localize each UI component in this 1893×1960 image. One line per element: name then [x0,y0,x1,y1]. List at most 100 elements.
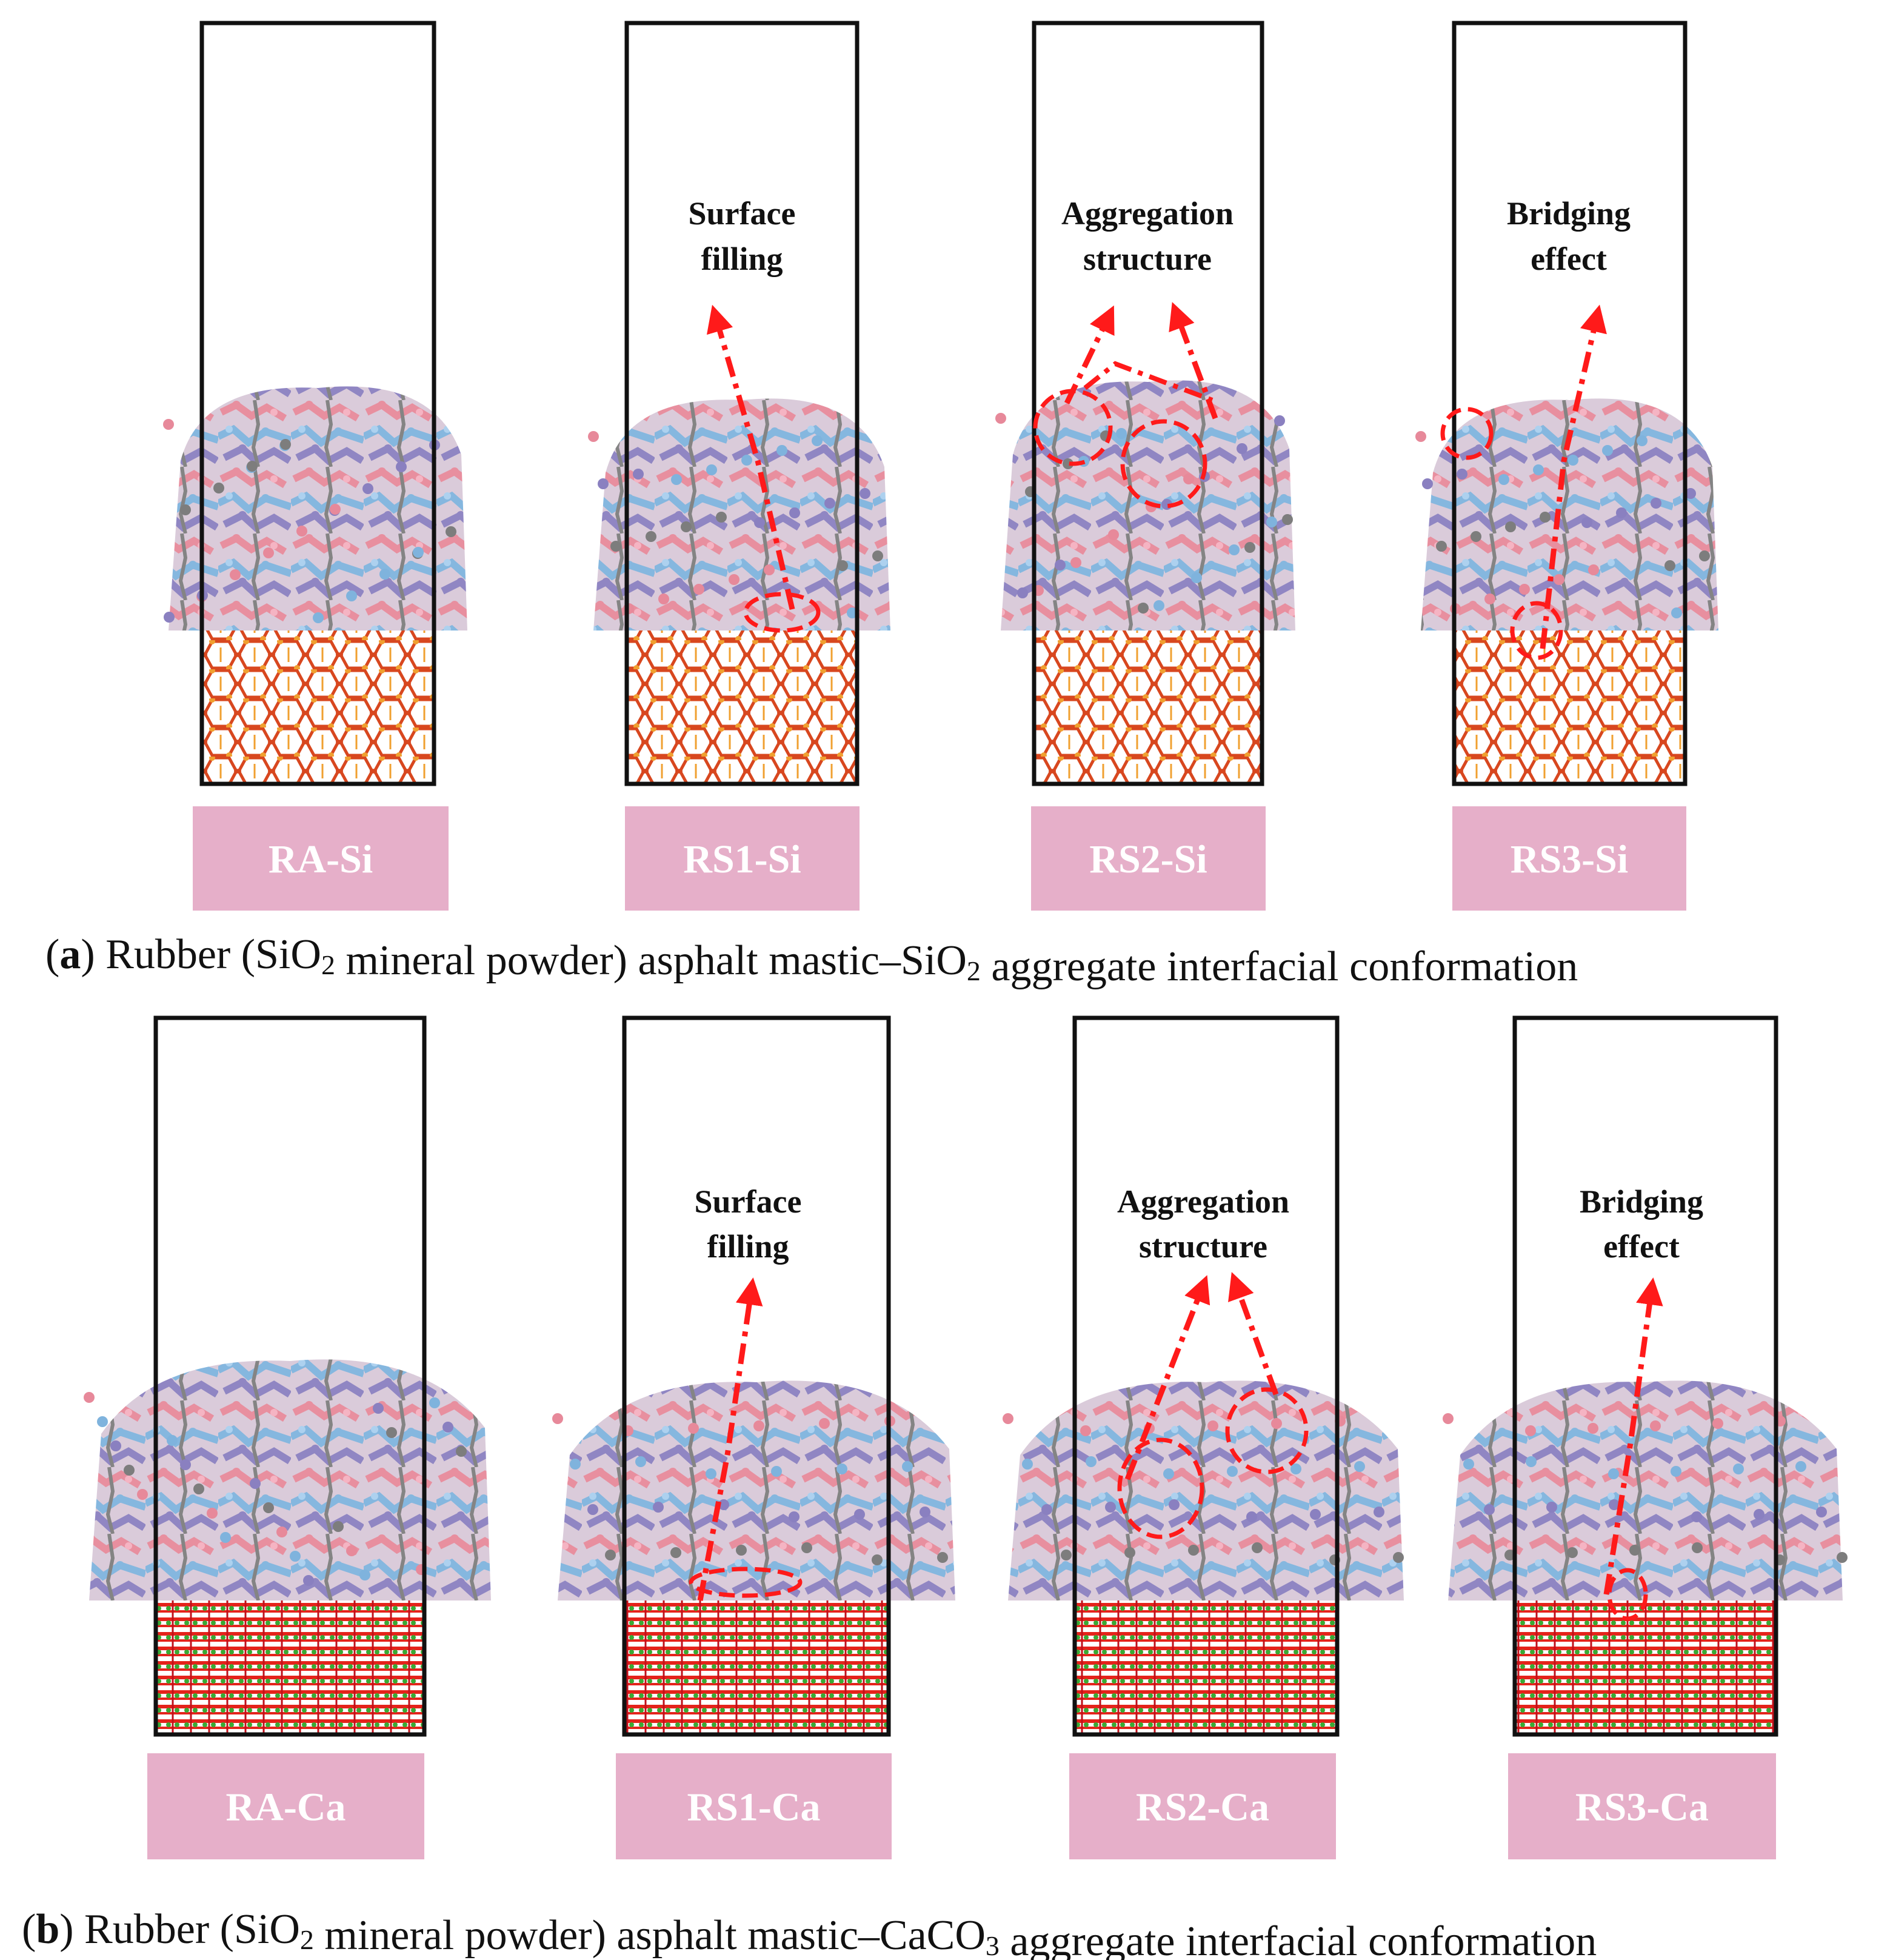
annotation-text: structure [1083,241,1212,277]
annotation-text: Aggregation [1061,195,1234,232]
simulation-box-frame [622,1015,891,1737]
annotation-arrow [697,1277,763,1601]
molecule-atom [396,461,407,472]
molecule-atom [718,1499,729,1510]
molecule-atom [1837,1552,1848,1563]
molecule-atom [552,1413,563,1424]
molecule-atom [333,1521,344,1532]
molecule-atom [1588,1423,1598,1434]
molecule-atom [646,531,656,542]
molecule-atom [1191,572,1202,583]
molecule-atom [429,1397,440,1408]
molecule-atom [872,550,883,561]
model-label: RS1-Ca [687,1785,820,1830]
molecule-atom [362,483,373,494]
molecule-atom [1246,1511,1257,1522]
molecule-atom [1443,1413,1454,1424]
molecule-atom [754,517,765,528]
molecule-atom [789,1511,800,1522]
molecule-atom [1629,1545,1640,1556]
molecule-atom [124,1465,135,1476]
molecule-atom [635,1456,646,1467]
molecule-atom [1061,1550,1072,1560]
molecule-atom [250,1478,261,1489]
molecule-atom [605,1550,616,1560]
molecule-atom [1519,584,1530,595]
molecule-atom [1712,1418,1723,1429]
molecule-atom [1484,594,1495,604]
caco3-aggregate-layer [1515,1600,1776,1734]
model-ra-si: RA-Si [163,21,467,911]
molecule-atom [1290,1463,1301,1474]
molecule-atom [1436,541,1447,552]
molecule-atom [110,1440,121,1451]
molecule-atom [1017,587,1028,598]
molecule-atom [1588,564,1599,575]
molecule-atom [442,1422,453,1433]
annotation-text: Surface [695,1183,802,1220]
molecule-atom [1116,428,1127,439]
simulation-box-frame [1452,21,1688,786]
molecule-atom [247,461,258,472]
molecule-atom [681,521,692,532]
molecule-atom [296,526,307,537]
molecule-atom [741,455,752,466]
molecule-atom [812,435,823,446]
molecule-atom [1691,1511,1702,1522]
molecule-atom [995,413,1006,424]
molecule-atom [263,1502,274,1513]
model-label-box [625,806,860,911]
molecule-atom [1650,1420,1661,1431]
simulation-box-frame [199,21,436,786]
caco3-aggregate-layer [156,1600,424,1734]
molecule-atom [1525,1425,1536,1436]
molecule-atom [1505,521,1516,532]
molecule-atom [413,547,424,558]
molecule-atom [193,1483,204,1494]
annotation-arrow [1540,304,1607,649]
molecule-atom [920,1507,930,1517]
molecule-atom [220,1532,231,1543]
molecule-atom [688,1423,699,1434]
molecule-atom [1055,560,1066,570]
model-label: RS1-Si [683,837,801,881]
molecule-atom [97,1416,108,1427]
molecule-atom [1816,1507,1827,1517]
molecule-atom [1471,531,1481,542]
model-label-box [1031,806,1266,911]
molecule-atom [1282,514,1293,525]
molecule-atom [1608,1468,1619,1479]
molecule-atom [570,1459,581,1470]
molecule-atom [303,1575,314,1586]
molecule-atom [819,1418,830,1429]
annotation-text: effect [1603,1228,1680,1265]
molecule-atom [633,469,644,480]
molecule-atom [346,1545,357,1556]
asphalt-mastic-molecules [1421,398,1718,630]
molecule-atom [789,507,800,518]
molecule-atom [1237,443,1247,454]
molecule-atom [1733,1463,1744,1474]
highlight-ellipse [1033,389,1113,466]
annotation-text: effect [1531,241,1607,277]
caco3-aggregate-layer [624,1600,889,1734]
molecule-atom [1105,1502,1116,1513]
simulation-box-frame [1072,1015,1340,1737]
molecule-atom [653,1502,664,1513]
panel-b: RA-CaSurfacefillingRS1-CaAggregationstru… [22,1015,1848,1960]
molecule-atom [1692,1542,1703,1553]
model-label-box [1508,1753,1776,1859]
simulation-box-frame [624,21,860,786]
molecule-atom [1484,1504,1495,1515]
molecule-atom [1685,488,1696,499]
molecule-atom [1022,1459,1033,1470]
molecule-atom [1463,1459,1474,1470]
molecule-atom [1124,1547,1135,1558]
molecule-atom [1616,507,1627,518]
sio2-aggregate-layer [202,630,434,784]
molecule-atom [1188,1545,1199,1556]
